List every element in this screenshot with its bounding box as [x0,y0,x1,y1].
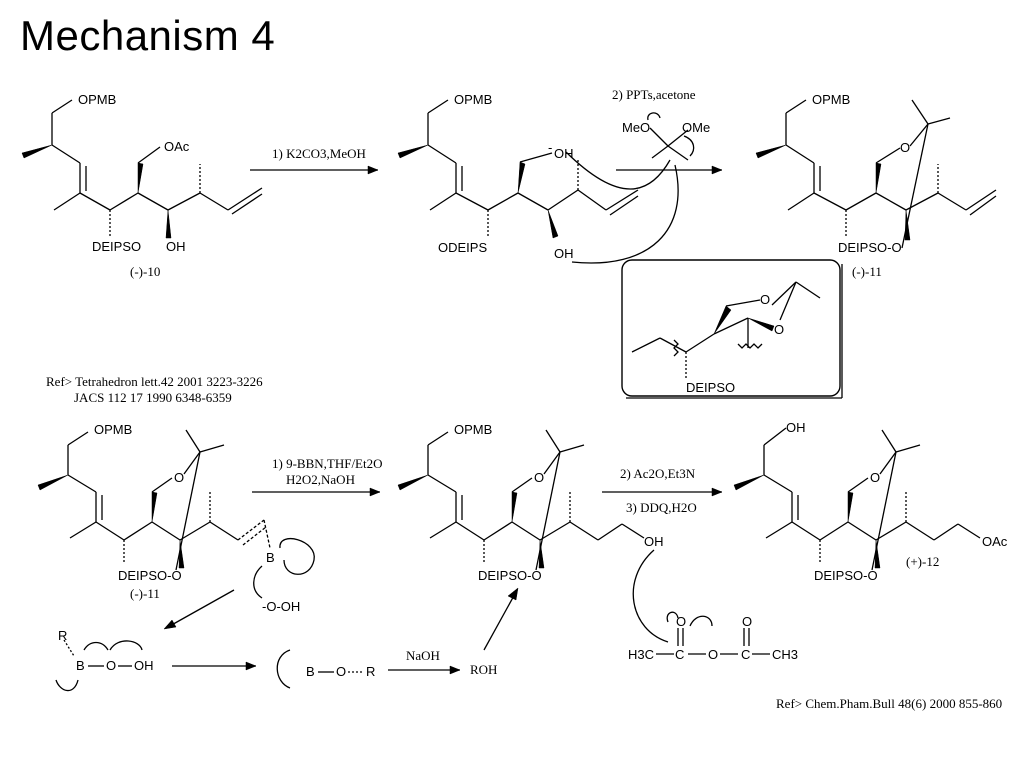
c10-deipso-label: DEIPSO [92,239,141,254]
roh-label: ROH [470,662,497,677]
reagent-naoh: NaOH [406,648,440,663]
anhydride-o-bridge: O [708,647,718,662]
c11-bottom-opmb-label: OPMB [94,422,132,437]
reagent-step1: 1) K2CO3,MeOH [272,146,366,161]
reagent-hydroboration-a: 1) 9-BBN,THF/Et2O [272,456,383,471]
ome-label: OMe [682,120,710,135]
reference-1-line1: Ref> Tetrahedron lett.42 2001 3223-3226 [46,374,263,389]
compound-10-structure [21,99,263,239]
borane-b-label: B [266,550,275,565]
reagent-hydroboration-b: H2O2,NaOH [286,472,355,487]
hydroperoxide-anion-label: -O-OH [262,599,300,614]
arrow-roh-to-alcohol [483,591,517,651]
diol-oh-top: OH [554,146,574,161]
inset-deipso-label: DEIPSO [686,380,735,395]
reference-2: Ref> Chem.Pham.Bull 48(6) 2000 855-860 [776,696,1003,711]
borate-r-label: R [58,628,67,643]
anhydride-o-top-left: O [676,614,686,629]
borate-oh-label: OH [134,658,154,673]
anhydride-c-left: C [675,647,684,662]
primary-alcohol-structure [397,429,669,643]
compound-11-bottom-structure [37,429,315,599]
anhydride-h3c-label: H3C [628,647,654,662]
c11-top-opmb-label: OPMB [812,92,850,107]
acetic-anhydride-structure [656,611,770,655]
anhydride-ch3-label: CH3 [772,647,798,662]
c12-o-label: O [870,470,880,485]
inset-o-upper: O [760,292,770,307]
borate-b-label: B [76,658,85,673]
reagent-step2: 2) PPTs,acetone [612,87,696,102]
c12-oh-label: OH [786,420,806,435]
compound-11-top-structure [755,99,997,249]
c11-top-o-label: O [900,140,910,155]
boronate-ester-structure [276,649,364,689]
curved-arrow-oh2 [571,164,679,264]
inset-o-lower: O [774,322,784,337]
inset-conformation-structure [631,281,821,378]
meo-label: MeO [622,120,650,135]
c12-oac-label: OAc [982,534,1008,549]
alcohol-oh-label: OH [644,534,664,549]
anhydride-c-right: C [741,647,750,662]
compound-label-10: (-)-10 [130,264,160,279]
boronate-o-label: O [336,664,346,679]
anhydride-o-top-right: O [742,614,752,629]
c11-bottom-o-label: O [174,470,184,485]
alcohol-opmb-label: OPMB [454,422,492,437]
alcohol-deipso-label: DEIPSO-O [478,568,542,583]
c11-top-deipso-label: DEIPSO-O [838,240,902,255]
compound-12-structure [733,427,981,571]
boronate-b-label: B [306,664,315,679]
dimethoxypropane-structure [647,112,695,161]
compound-label-12: (+)-12 [906,554,939,569]
c10-opmb-label: OPMB [78,92,116,107]
reference-1-line2: JACS 112 17 1990 6348-6359 [74,390,232,405]
slide-title: Mechanism 4 [20,12,276,59]
diol-opmb-label: OPMB [454,92,492,107]
borate-complex-structure [55,639,143,692]
compound-label-11-top: (-)-11 [852,264,882,279]
c10-oac-label: OAc [164,139,190,154]
reagent-ddq: 3) DDQ,H2O [626,500,697,515]
boronate-r-label: R [366,664,375,679]
diol-oh-bottom: OH [554,246,574,261]
diol-minus-sign: - [548,140,552,155]
c10-oh-label: OH [166,239,186,254]
compound-label-11-bottom: (-)-11 [130,586,160,601]
diol-odeips-label: ODEIPS [438,240,487,255]
alcohol-o-label: O [534,470,544,485]
c12-deipso-label: DEIPSO-O [814,568,878,583]
diol-intermediate-structure [397,99,679,264]
reagent-acetylation: 2) Ac2O,Et3N [620,466,696,481]
curved-arrow-oh1 [565,151,671,190]
inset-conformation-box [621,259,841,397]
borate-o1-label: O [106,658,116,673]
c11-bottom-deipso-label: DEIPSO-O [118,568,182,583]
arrow-to-borate [167,589,235,628]
